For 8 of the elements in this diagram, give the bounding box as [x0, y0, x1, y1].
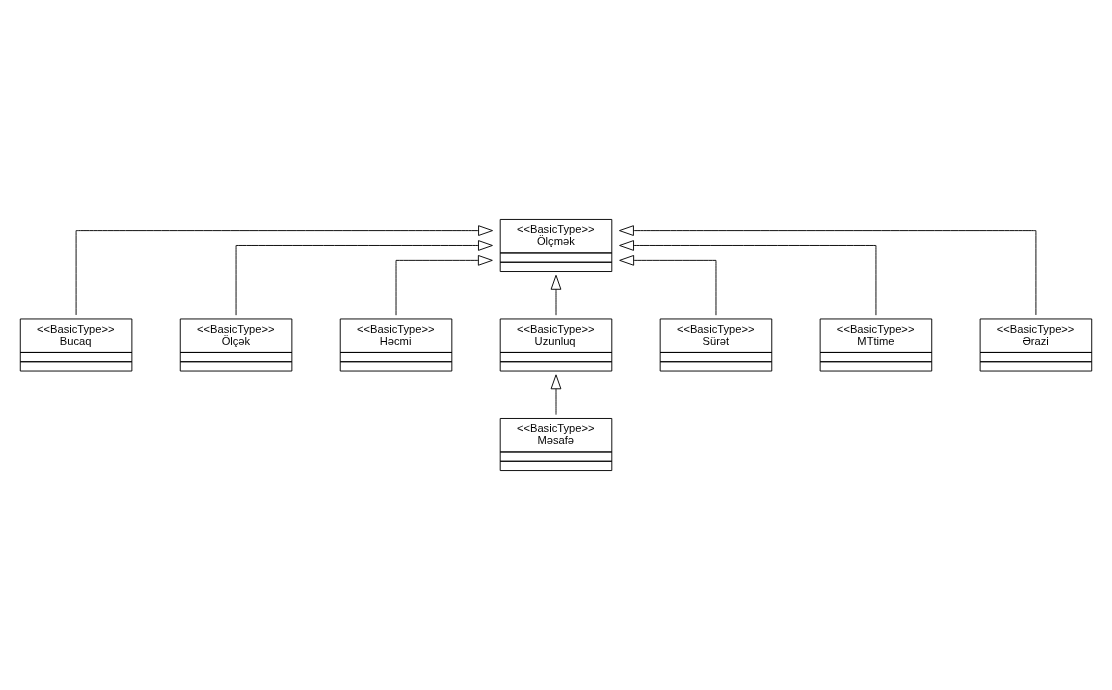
arrow [550, 374, 562, 416]
arrow [619, 240, 877, 316]
arrow [619, 225, 1037, 316]
arrow [75, 225, 493, 316]
arrow [619, 255, 717, 316]
arrow [395, 255, 493, 316]
arrow [235, 240, 493, 316]
arrow [550, 274, 562, 316]
